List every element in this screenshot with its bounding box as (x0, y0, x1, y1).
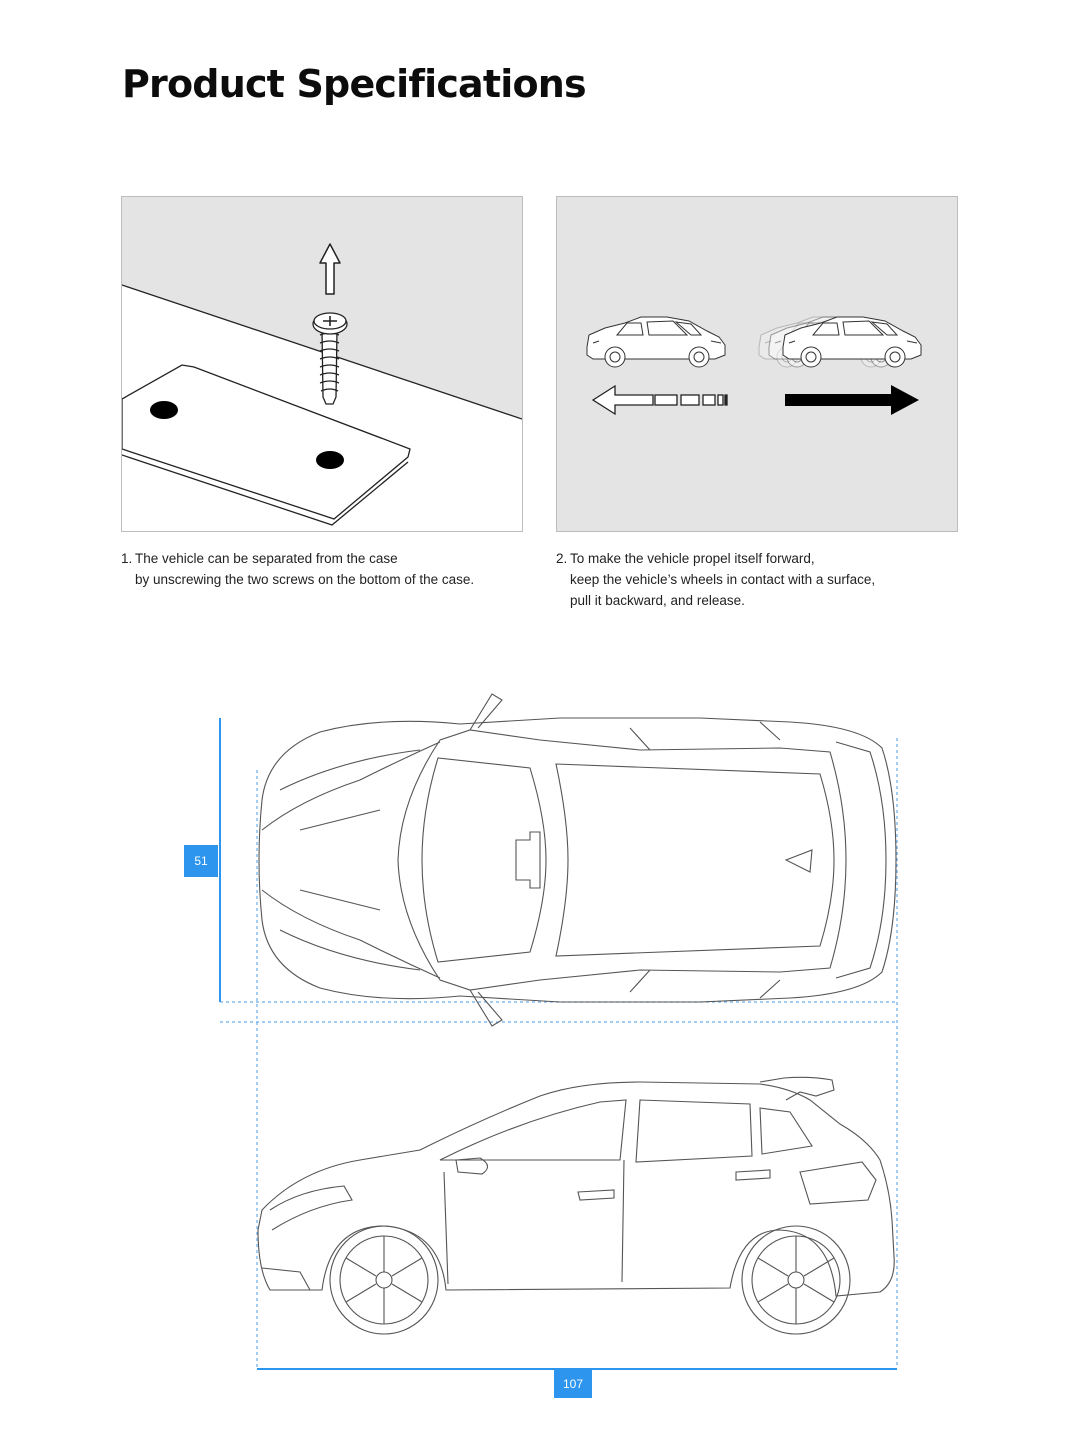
car-top-view (258, 693, 897, 1027)
car-side-view (257, 1076, 895, 1335)
step-text-line: To make the vehicle propel itself forwar… (570, 551, 815, 566)
arrow-up-icon (319, 243, 341, 295)
step-text-line: keep the vehicle’s wheels in contact wit… (570, 572, 876, 587)
step-number: 1. (121, 551, 133, 566)
step-text-line: by unscrewing the two screws on the bott… (135, 572, 475, 587)
arrow-right-icon (785, 385, 919, 415)
length-dimension-label: 107 (554, 1370, 592, 1398)
step-text-line: The vehicle can be separated from the ca… (135, 551, 398, 566)
height-dimension-label: 51 (184, 845, 218, 877)
step-2-illustration (556, 196, 958, 532)
page-title: Product Specifications (122, 62, 587, 106)
screw-icon (312, 312, 348, 405)
step-text-line: pull it backward, and release. (570, 593, 745, 608)
base-plate-icon (122, 364, 411, 526)
step-1-illustration (121, 196, 523, 532)
step-1-caption: 1. The vehicle can be separated from the… (121, 548, 541, 590)
step-number: 2. (556, 551, 568, 566)
arrow-left-icon (591, 384, 728, 416)
step-2-caption: 2. To make the vehicle propel itself for… (556, 548, 956, 611)
